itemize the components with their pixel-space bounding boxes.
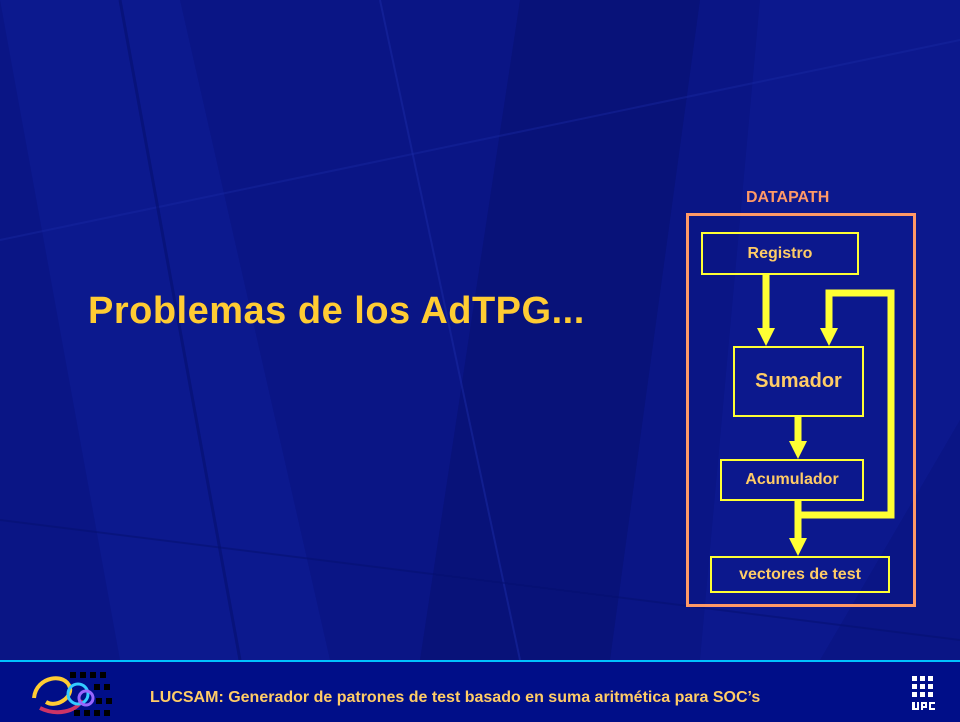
acumulador-box: Acumulador — [720, 459, 864, 501]
upc-logo-icon — [912, 676, 935, 710]
sumador-box: Sumador — [733, 346, 864, 417]
slide-title: Problemas de los AdTPG... — [88, 290, 585, 332]
footer-caption: LUCSAM: Generador de patrones de test ba… — [150, 689, 761, 706]
vectores-box: vectores de test — [710, 556, 890, 593]
datapath-frame — [686, 213, 916, 607]
registro-box: Registro — [701, 232, 859, 275]
datapath-label: DATAPATH — [746, 189, 830, 206]
lucsam-logo-icon — [32, 672, 112, 716]
footer-bar: LUCSAM: Generador de patrones de test ba… — [0, 660, 960, 722]
